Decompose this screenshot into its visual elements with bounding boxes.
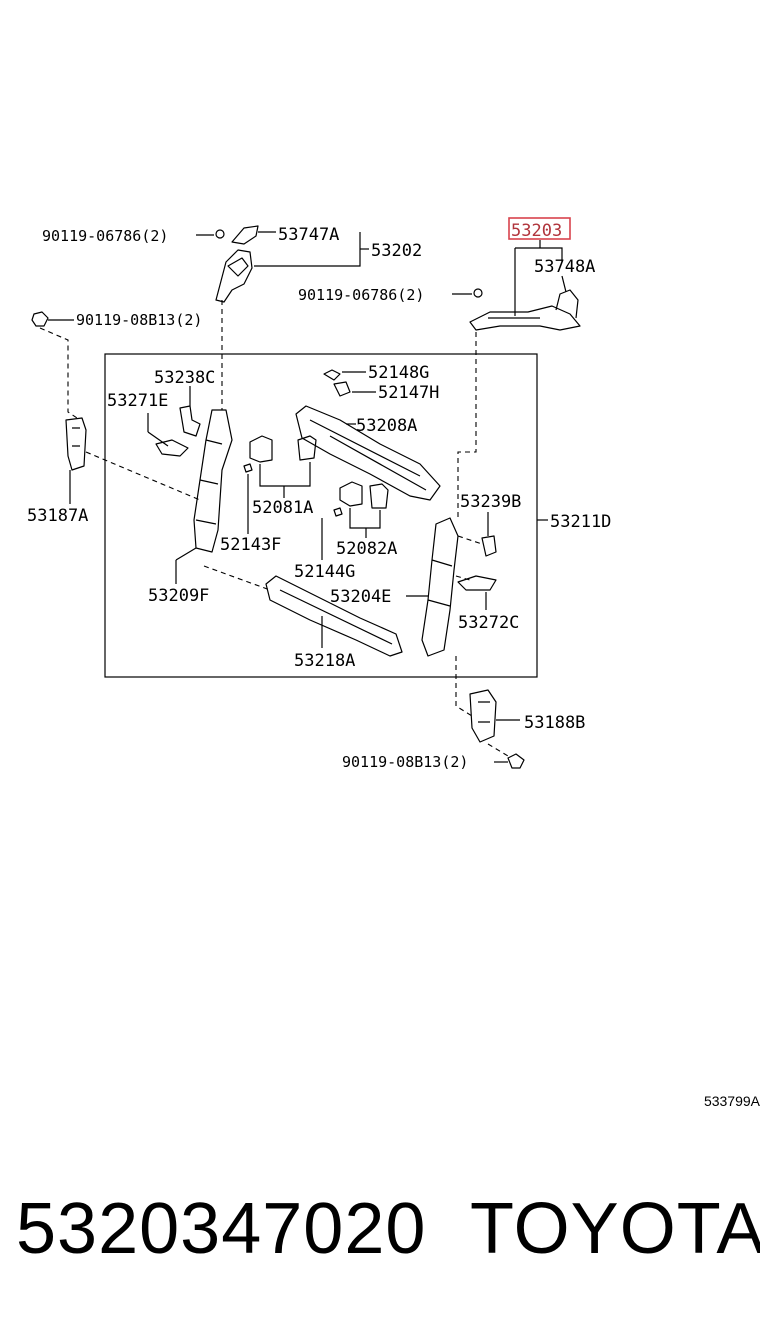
- label-53202: 53202: [371, 241, 422, 261]
- part-52081A-clip[interactable]: [243, 435, 317, 473]
- part-53218A-lower-cross-member[interactable]: [265, 575, 403, 657]
- label-53271E: 53271E: [107, 391, 168, 411]
- label-52147H: 52147H: [378, 383, 439, 403]
- label-bolt-bottom: 90119-08B13(2): [342, 753, 468, 771]
- part-52148G-clip[interactable]: [323, 369, 341, 381]
- part-53202-bracket[interactable]: [215, 225, 259, 303]
- label-bolt-top-right: 90119-06786(2): [298, 286, 424, 304]
- bolt-bottom-icon: [507, 753, 525, 769]
- assembly-frame-box: [104, 353, 538, 678]
- label-53748A: 53748A: [534, 257, 595, 277]
- label-53208A: 53208A: [356, 416, 417, 436]
- part-53209F-support-side[interactable]: [193, 409, 233, 553]
- label-53203: 53203: [511, 221, 562, 241]
- part-53203-highlight-box[interactable]: [508, 217, 571, 240]
- part-53271E-bracket[interactable]: [155, 439, 189, 457]
- label-53204E: 53204E: [330, 587, 391, 607]
- label-53209F: 53209F: [148, 586, 209, 606]
- part-53204E-support-side[interactable]: [421, 517, 459, 657]
- label-bolt-left: 90119-08B13(2): [76, 311, 202, 329]
- footer-brand-name: TOYOTA: [470, 1189, 760, 1269]
- label-53239B: 53239B: [460, 492, 521, 512]
- part-53239B-bracket[interactable]: [481, 535, 497, 557]
- label-53272C: 53272C: [458, 613, 519, 633]
- part-52082A-clip[interactable]: [333, 481, 389, 517]
- bolt-left-icon: [31, 311, 49, 327]
- part-53187A-bracket[interactable]: [65, 417, 87, 471]
- label-53238C: 53238C: [154, 368, 215, 388]
- part-53208A-cross-member[interactable]: [295, 405, 441, 501]
- label-52082A: 52082A: [336, 539, 397, 559]
- part-52147H-clip[interactable]: [333, 381, 351, 397]
- label-52081A: 52081A: [252, 498, 313, 518]
- label-53747A: 53747A: [278, 225, 339, 245]
- label-52143F: 52143F: [220, 535, 281, 555]
- footer-part-number: 5320347020: [16, 1189, 427, 1269]
- label-53188B: 53188B: [524, 713, 585, 733]
- part-53238C-bracket[interactable]: [179, 405, 201, 437]
- label-52144G: 52144G: [294, 562, 355, 582]
- part-53188B-bracket[interactable]: [469, 689, 497, 743]
- part-53203-support-upper[interactable]: [469, 289, 581, 331]
- label-52148G: 52148G: [368, 363, 429, 383]
- label-53211D: 53211D: [550, 512, 611, 532]
- part-53272C-bracket[interactable]: [457, 575, 497, 591]
- diagram-reference-code: 533799A: [703, 1093, 760, 1109]
- label-53218A: 53218A: [294, 651, 355, 671]
- label-53187A: 53187A: [27, 506, 88, 526]
- label-bolt-top-left: 90119-06786(2): [42, 227, 168, 245]
